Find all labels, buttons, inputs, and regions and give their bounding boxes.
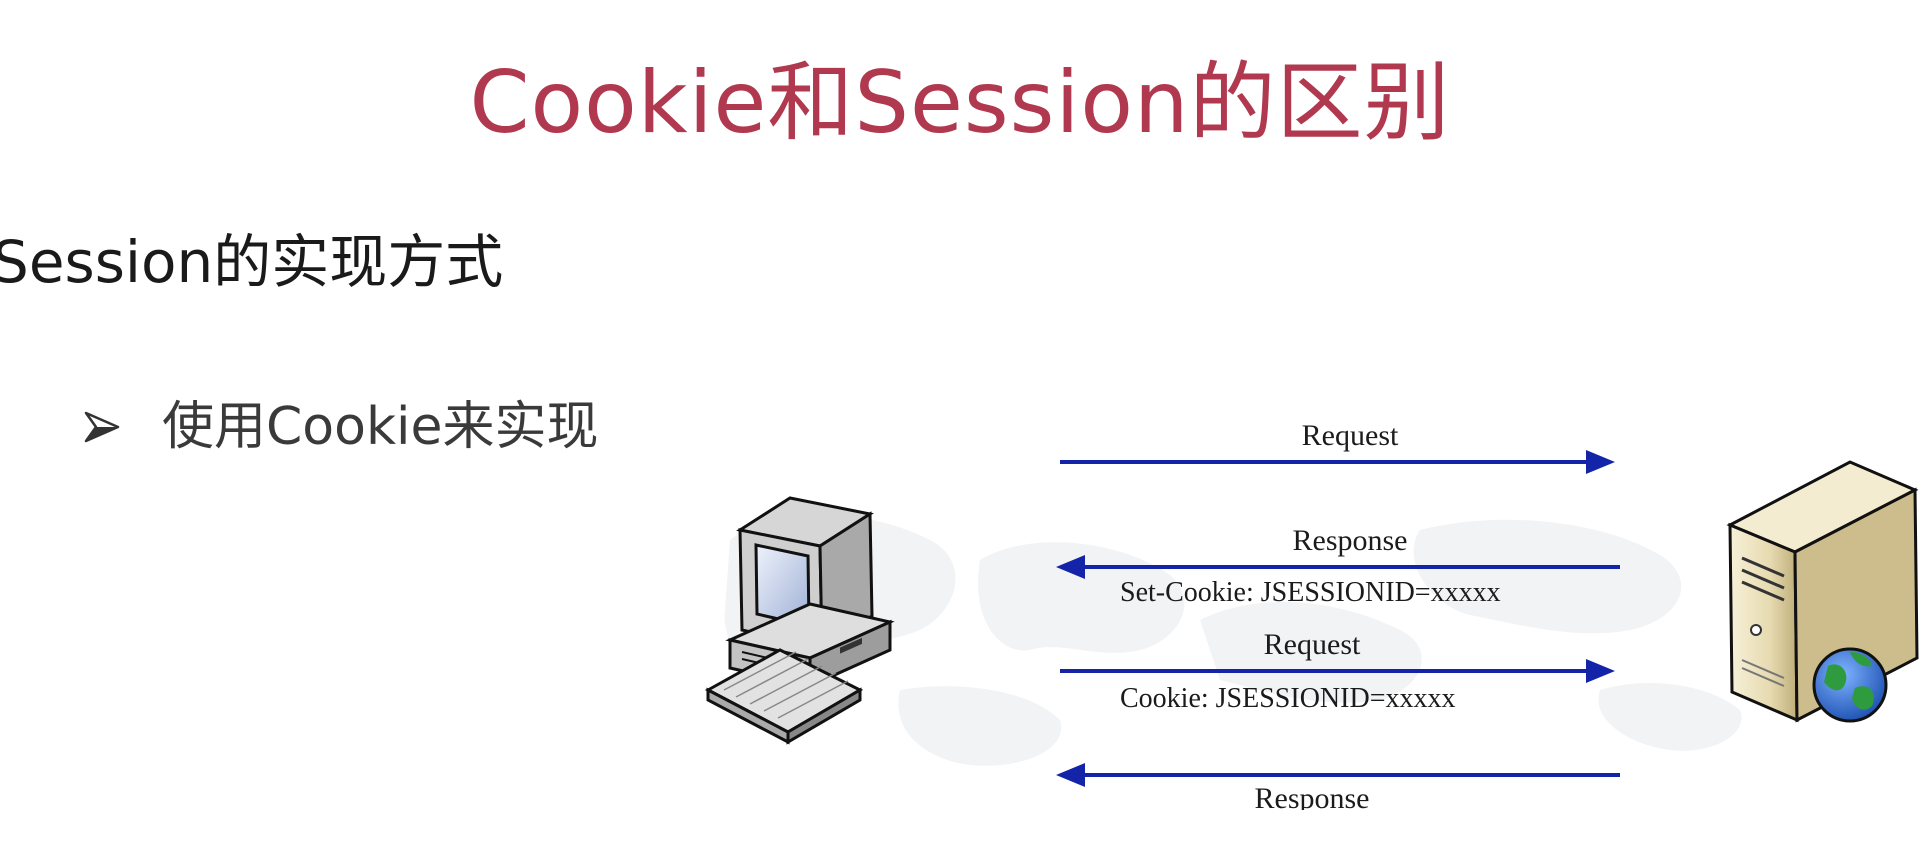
session-cookie-diagram: Request Response Set-Cookie: JSESSIONID=… [700,390,1920,815]
section-heading: Session的实现方式 [0,228,504,296]
exchange-arrows [1056,450,1620,787]
response-1-arrow [1056,555,1620,579]
request-2-arrow [1060,659,1615,683]
response-1-label: Response [1293,524,1408,557]
bullet-text: 使用Cookie来实现 [162,397,599,457]
set-cookie-label: Set-Cookie: JSESSIONID=xxxxx [1120,577,1501,608]
request-2-label: Request [1264,628,1361,661]
response-2-label: Response [1255,782,1370,810]
request-1-arrow [1060,450,1615,474]
arrow-bullet-icon [84,411,120,443]
desktop-computer-icon [704,496,895,745]
diagram-canvas: Request Response Set-Cookie: JSESSIONID=… [704,419,1919,815]
bullet-item: 使用Cookie来实现 [82,392,599,462]
response-2-arrow [1056,763,1620,787]
cookie-header-label: Cookie: JSESSIONID=xxxxx [1120,683,1455,714]
slide-title: Cookie和Session的区别 [469,53,1451,153]
web-server-icon [1726,460,1919,723]
request-1-label: Request [1302,419,1399,452]
